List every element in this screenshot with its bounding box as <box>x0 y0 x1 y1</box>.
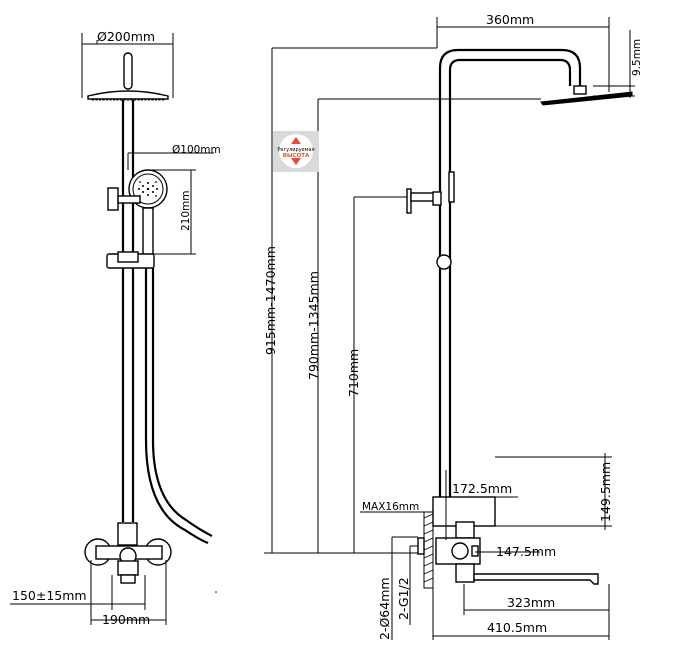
head-diameter-label: Ø200mm <box>97 29 155 44</box>
diverter-height-label: 710mm <box>346 349 361 397</box>
head-thickness-label: 9.5mm <box>631 39 643 76</box>
rain-head-profile <box>540 91 633 106</box>
mixer-width-label: 190mm <box>102 612 150 627</box>
hose <box>144 268 209 545</box>
arrow-up-icon <box>291 137 301 144</box>
spout-depth-label: 147.5mm <box>496 544 556 559</box>
handshower-offset-label: 210mm <box>180 191 192 232</box>
thread-label: 2-G1/2 <box>396 577 411 620</box>
head-height-label: 790mm-1345mm <box>306 271 321 380</box>
arrow-down-icon <box>291 158 301 165</box>
spout <box>473 573 599 585</box>
arm-reach-label: 360mm <box>486 12 534 27</box>
total-height-label: 915mm-1470mm <box>263 246 278 355</box>
wall-section <box>423 511 434 589</box>
flange-label: 2-Ø64mm <box>377 577 392 640</box>
spout-height-label: 149.5mm <box>598 462 613 522</box>
spout-reach-label: 323mm <box>507 595 555 610</box>
mixer-depth-label: 172.5mm <box>452 481 512 496</box>
overall-depth-label: 410.5mm <box>487 620 547 635</box>
adjustable-height-badge: Регулируемая ВЫСОТА <box>273 131 319 172</box>
badge-main-text: ВЫСОТА <box>283 153 310 159</box>
inlet-spacing-label: 150±15mm <box>12 588 87 603</box>
handshower-diameter-label: Ø100mm <box>172 144 221 156</box>
front-view: Ø200mm Ø100mm 210mm <box>10 29 221 627</box>
max-wall-label: MAX16mm <box>362 501 419 513</box>
side-view: 360mm 9.5mm 915mm-1470mm 790mm-1345mm 71… <box>263 12 643 640</box>
badge-top-text: Регулируемая <box>277 147 314 153</box>
